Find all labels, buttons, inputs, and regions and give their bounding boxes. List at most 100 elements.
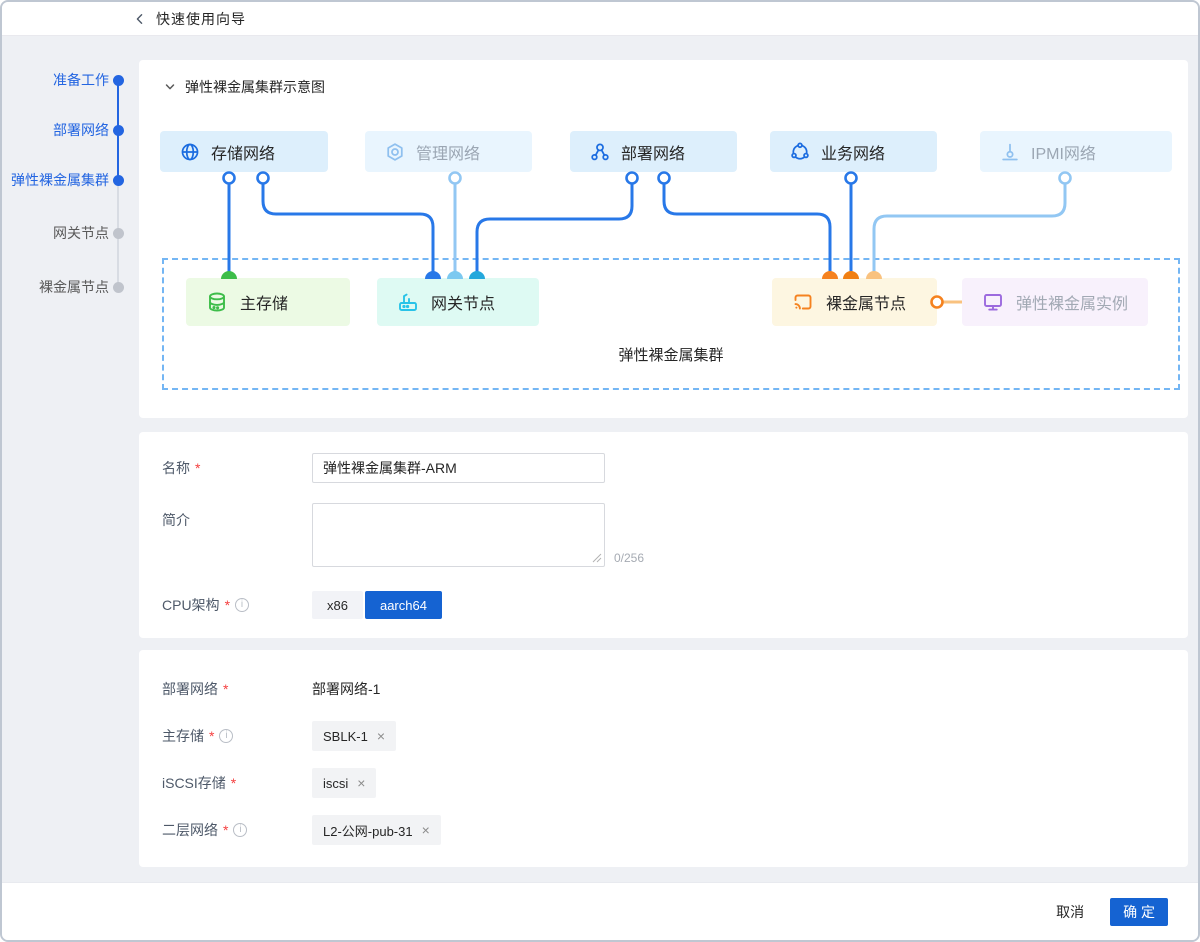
diagram-card: 弹性裸金属集群示意图 弹性裸金属集群 存储网络 [139, 60, 1188, 418]
network-label: 部署网络 [621, 145, 686, 163]
description-row: 简介 0/256 [162, 503, 1188, 567]
node-label: 弹性裸金属实例 [1016, 296, 1129, 313]
tag-text: L2-公网-pub-31 [323, 823, 413, 839]
l2-network-label: 二层网络 * i [162, 820, 312, 840]
cpu-option-x86[interactable]: x86 [312, 591, 363, 619]
deploy-network-row: 部署网络 * 部署网络-1 [162, 674, 1188, 704]
cpu-arch-row: CPU架构 * i x86 aarch64 [162, 590, 1188, 620]
required-asterisk: * [230, 775, 237, 791]
required-asterisk: * [195, 460, 201, 476]
top-bar: 快速使用向导 [2, 2, 1198, 36]
cancel-button[interactable]: 取消 [1056, 903, 1085, 920]
stepper-dot [113, 227, 124, 239]
basic-form-card: 名称 * 简介 0/256 CPU架构 [139, 432, 1188, 638]
network-box-management: 管理网络 [365, 131, 532, 172]
cast-icon [794, 294, 812, 310]
cluster-label: 弹性裸金属集群 [618, 347, 724, 364]
name-label: 名称 * [162, 458, 312, 478]
diagram-section-toggle[interactable]: 弹性裸金属集群示意图 [164, 77, 325, 97]
label-text: 部署网络 [162, 681, 218, 697]
label-text: 主存储 [162, 728, 204, 744]
chevron-down-icon [165, 84, 175, 90]
label-text: 二层网络 [162, 822, 218, 838]
node-box-baremetal: 裸金属节点 [772, 278, 937, 326]
back-button[interactable] [133, 12, 147, 26]
name-input[interactable] [312, 453, 605, 483]
ring-nodes-icon [791, 142, 809, 160]
name-row: 名称 * [162, 453, 1188, 483]
nut-icon [387, 142, 403, 161]
stepper-dot [113, 174, 124, 186]
cpu-arch-label: CPU架构 * i [162, 595, 312, 615]
deploy-network-label: 部署网络 * [162, 679, 312, 699]
stepper-dot [113, 281, 124, 293]
tag-close-icon[interactable]: × [421, 822, 430, 838]
label-text: 简介 [162, 512, 190, 528]
l2-network-row: 二层网络 * i L2-公网-pub-31 × [162, 815, 1188, 845]
primary-storage-label: 主存储 * i [162, 726, 312, 746]
label-text: 名称 [162, 460, 190, 476]
tag-text: iscsi [323, 775, 349, 791]
network-box-ipmi: IPMI网络 [980, 131, 1172, 172]
confirm-button[interactable]: 确 定 [1110, 897, 1168, 926]
wizard-stepper: 准备工作 部署网络 弹性裸金属集群 网关节点 裸金属节点 [2, 36, 133, 356]
iscsi-storage-label: iSCSI存储 * [162, 773, 312, 793]
node-box-primary-storage: 主存储 [186, 278, 350, 326]
stepper-dot [113, 124, 124, 136]
network-box-storage: 存储网络 [160, 131, 328, 172]
iscsi-storage-tag: iscsi × [312, 768, 377, 798]
footer-bar: 取消 确 定 [2, 882, 1198, 940]
cpu-option-aarch64[interactable]: aarch64 [364, 591, 442, 619]
required-asterisk: * [224, 597, 231, 613]
cluster-diagram: 弹性裸金属集群 存储网络 [139, 60, 1188, 418]
stepper-item-deploy-network[interactable]: 部署网络 [53, 122, 109, 138]
label-text: iSCSI存储 [162, 775, 226, 791]
primary-storage-tag: SBLK-1 × [312, 721, 396, 751]
stepper-dot [113, 74, 124, 86]
globe-icon [181, 143, 199, 160]
content-area: 准备工作 部署网络 弹性裸金属集群 网关节点 裸金属节点 弹性裸金属集群示意图 … [2, 36, 1198, 940]
network-label: 业务网络 [821, 145, 886, 163]
cluster-nodes-icon [591, 143, 609, 160]
node-box-instance: 弹性裸金属实例 [962, 278, 1148, 326]
description-textarea[interactable] [312, 503, 605, 567]
stepper-item-baremetal[interactable]: 裸金属节点 [39, 279, 109, 295]
resize-grip-icon[interactable] [592, 553, 602, 563]
required-asterisk: * [209, 728, 215, 744]
tag-close-icon[interactable]: × [376, 728, 385, 744]
primary-storage-row: 主存储 * i SBLK-1 × [162, 721, 1188, 751]
label-text: CPU架构 [162, 597, 220, 613]
network-label: 存储网络 [211, 145, 276, 163]
deploy-network-value: 部署网络-1 [312, 681, 381, 697]
router-icon [399, 293, 417, 311]
network-label: 管理网络 [416, 145, 481, 163]
tag-close-icon[interactable]: × [357, 775, 366, 791]
info-icon[interactable]: i [233, 823, 248, 837]
diagram-section-title: 弹性裸金属集群示意图 [185, 79, 325, 95]
description-textarea-wrap [312, 503, 605, 567]
node-label: 裸金属节点 [826, 296, 907, 313]
description-label: 简介 [162, 503, 312, 530]
stepper-item-prepare[interactable]: 准备工作 [53, 72, 109, 88]
monitor-icon [984, 294, 1002, 311]
probe-icon [1002, 143, 1018, 160]
node-label: 主存储 [240, 296, 289, 313]
stepper-item-gateway[interactable]: 网关节点 [53, 225, 109, 241]
l2-network-tag: L2-公网-pub-31 × [312, 815, 441, 845]
stepper-item-cluster[interactable]: 弹性裸金属集群 [11, 172, 109, 188]
database-icon [209, 292, 225, 312]
info-icon[interactable]: i [235, 598, 250, 612]
node-box-gateway: 网关节点 [377, 278, 539, 326]
network-label: IPMI网络 [1031, 145, 1096, 163]
required-asterisk: * [223, 681, 229, 697]
iscsi-storage-row: iSCSI存储 * iscsi × [162, 768, 1188, 798]
required-asterisk: * [223, 822, 229, 838]
node-label: 网关节点 [431, 296, 496, 313]
char-counter: 0/256 [614, 551, 645, 565]
info-icon[interactable]: i [219, 729, 234, 743]
network-box-deploy: 部署网络 [570, 131, 737, 172]
back-chevron-icon [136, 13, 143, 24]
tag-text: SBLK-1 [323, 728, 368, 744]
network-form-card: 部署网络 * 部署网络-1 主存储 * i SBLK-1 × iSCSI存储 [139, 650, 1188, 867]
